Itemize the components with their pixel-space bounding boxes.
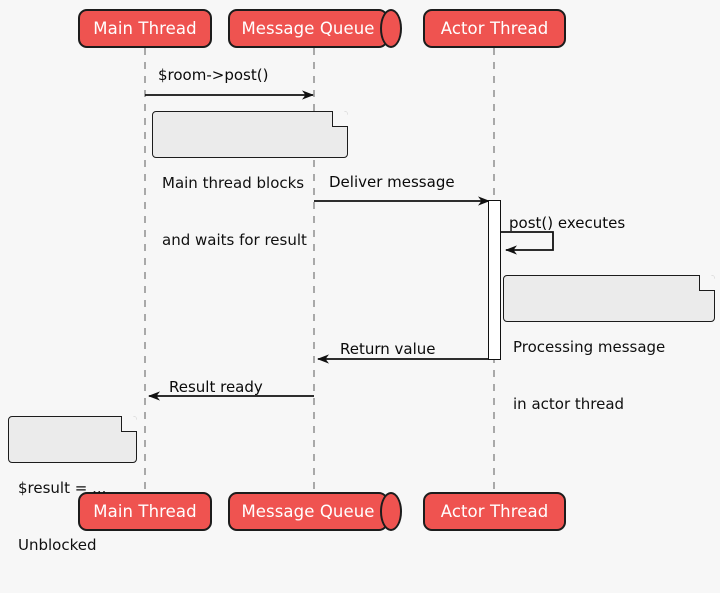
message-label-result-ready: Result ready xyxy=(169,378,263,396)
participant-actor-thread-bottom[interactable]: Actor Thread xyxy=(423,492,566,531)
participant-label: Actor Thread xyxy=(440,19,549,38)
note-result-unblocked: $result = ... Unblocked xyxy=(8,416,137,554)
participant-label: Main Thread xyxy=(93,502,197,521)
message-label-deliver-message: Deliver message xyxy=(329,173,455,191)
note-fold-icon xyxy=(699,275,715,291)
message-label-post-executes: post() executes xyxy=(509,214,626,232)
activation-bar-actor xyxy=(488,200,501,360)
participant-label: Actor Thread xyxy=(440,502,549,521)
participant-message-queue-top[interactable]: Message Queue xyxy=(228,9,388,48)
participant-label: Message Queue xyxy=(241,502,375,521)
note-line-1: $result = ... xyxy=(18,479,107,497)
participant-main-thread-top[interactable]: Main Thread xyxy=(78,9,212,48)
message-label-return-value: Return value xyxy=(340,340,436,358)
note-line-2: in actor thread xyxy=(513,395,625,413)
participant-actor-thread-top[interactable]: Actor Thread xyxy=(423,9,566,48)
message-label-room-post: $room->post() xyxy=(158,66,269,84)
note-line-1: Processing message xyxy=(513,338,666,356)
sequence-diagram-canvas: Main Thread Message Queue Actor Thread M… xyxy=(8,9,715,554)
message-arrow-post-executes xyxy=(500,231,554,255)
note-fold-icon xyxy=(332,111,348,127)
note-line-1: Main thread blocks xyxy=(162,174,305,192)
participant-message-queue-bottom[interactable]: Message Queue xyxy=(228,492,388,531)
participant-label: Message Queue xyxy=(241,19,375,38)
note-processing-message: Processing message in actor thread xyxy=(503,275,715,413)
note-main-thread-blocks: Main thread blocks and waits for result xyxy=(152,111,348,249)
note-fold-icon xyxy=(121,416,137,432)
participant-main-thread-bottom[interactable]: Main Thread xyxy=(78,492,212,531)
participant-label: Main Thread xyxy=(93,19,197,38)
queue-cap-bottom xyxy=(380,492,402,531)
queue-cap-top xyxy=(380,9,402,48)
note-line-2: and waits for result xyxy=(162,231,307,249)
